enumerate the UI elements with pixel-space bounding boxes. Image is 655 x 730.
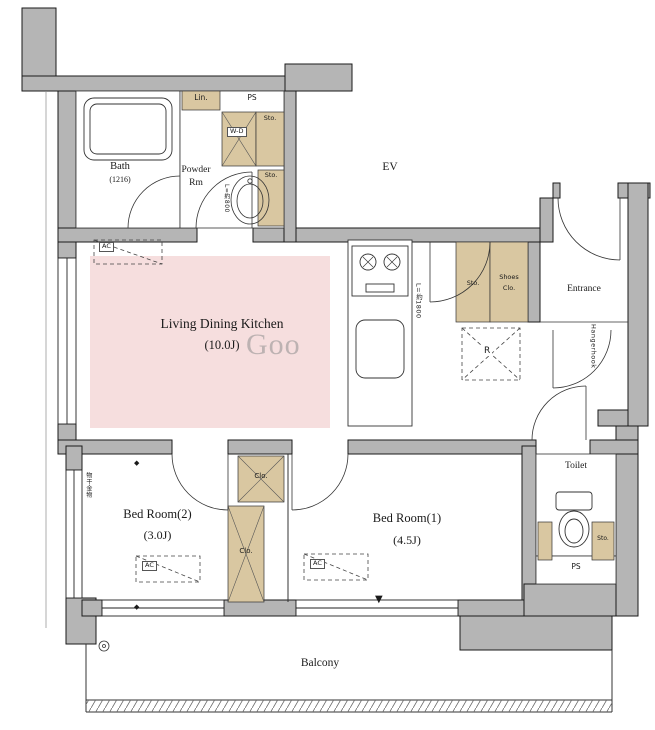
ac-unit-boxes xyxy=(93,239,369,583)
walls xyxy=(21,7,651,651)
bathtub xyxy=(83,97,173,161)
balcony-railing-hatch xyxy=(86,700,612,712)
watermark: Goo xyxy=(246,328,301,361)
shoes-closet-label-line2: Clo. xyxy=(502,284,516,292)
pipe-space-top-label: PS xyxy=(247,93,257,102)
linen-label: Lin. xyxy=(194,93,208,102)
fold-door-marks xyxy=(221,111,285,603)
balcony-label: Balcony xyxy=(300,657,340,669)
bath-room-label: Bath xyxy=(110,161,130,172)
vanity-basin xyxy=(230,175,270,225)
elevator-label: EV xyxy=(382,161,398,173)
storage-toilet-label: Sto. xyxy=(597,535,609,542)
powder-room-label-line1: Powder xyxy=(181,165,211,175)
storage-powder-side-label: Sto. xyxy=(264,171,278,179)
ldk-size-label: (10.0J) xyxy=(204,338,240,352)
balcony-drain-icon xyxy=(98,640,110,652)
hook-marker-bottom: ◆ xyxy=(134,603,140,611)
closet-top-label: Clo. xyxy=(254,472,268,480)
ac-ldk-label: AC xyxy=(99,242,114,252)
toilet-fixture xyxy=(555,491,593,548)
door-swings xyxy=(127,171,621,511)
refrigerator-label: R xyxy=(482,346,493,357)
laundry-hardware-label: 物干金物 xyxy=(84,472,92,498)
bedroom2-size-label: (3.0J) xyxy=(143,528,172,542)
ldk-floor xyxy=(90,256,330,428)
bedroom1-room-label: Bed Room(1) xyxy=(372,511,442,525)
ac-bedroom1-label: AC xyxy=(310,559,325,569)
ac-bedroom2-label: AC xyxy=(142,561,157,571)
kitchen-counter xyxy=(347,239,413,427)
vanity-width-label: L=約800 xyxy=(222,184,230,213)
sash-marker: ▼ xyxy=(375,594,383,605)
storage-hall-label: Sto. xyxy=(466,279,480,287)
washer-dryer-label: W-D xyxy=(227,127,247,137)
stove-burner-marks xyxy=(362,256,398,268)
bedroom1-size-label: (4.5J) xyxy=(393,533,421,547)
powder-room-label-line2: Rm xyxy=(189,178,203,188)
bath-size-label: (1216) xyxy=(109,175,131,184)
ldk-room-label: Living Dining Kitchen xyxy=(160,316,284,331)
hanger-hook-label: Hangerhook xyxy=(589,324,598,369)
pipe-space-toilet-label: PS xyxy=(571,562,581,571)
closet-tall-label: Clo. xyxy=(239,547,253,555)
windows xyxy=(57,257,459,617)
hook-marker-top: ◆ xyxy=(134,459,140,467)
storage-powder-top-label: Sto. xyxy=(263,114,277,122)
toilet-room-label: Toilet xyxy=(564,461,588,471)
shoes-closet-label-line1: Shoes xyxy=(499,273,519,281)
entrance-label: Entrance xyxy=(567,284,601,294)
bedroom2-room-label: Bed Room(2) xyxy=(123,507,192,521)
kitchen-counter-width-label: L=約1800 xyxy=(414,283,423,319)
